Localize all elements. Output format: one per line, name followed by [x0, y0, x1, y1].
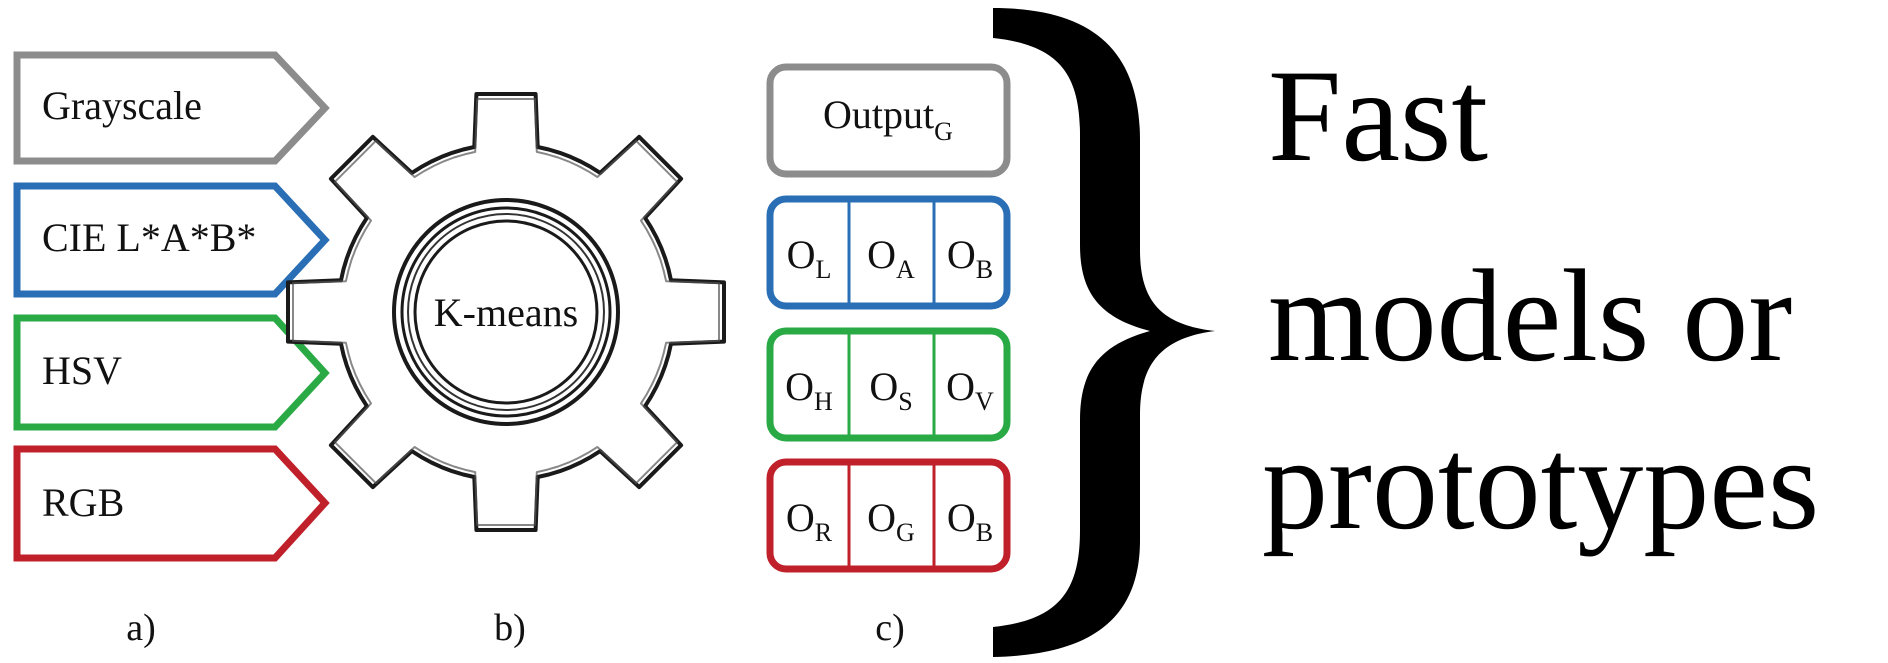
input-tag-cielab: CIE L*A*B*	[13, 182, 330, 298]
output-cell: OG	[867, 495, 915, 547]
input-tags: Grayscale CIE L*A*B* HSV RGB	[13, 51, 330, 562]
output-group-hsv: OH OS OV	[766, 327, 1011, 442]
result-text: Fast models or prototypes	[1262, 42, 1819, 557]
result-line-2: models or	[1268, 242, 1792, 389]
input-tag-label: RGB	[42, 480, 124, 525]
input-tag-label: CIE L*A*B*	[42, 215, 256, 260]
input-tag-label: HSV	[42, 348, 122, 393]
panel-label-b: b)	[494, 607, 526, 649]
result-line-3: prototypes	[1262, 410, 1819, 557]
input-tag-hsv: HSV	[13, 314, 330, 431]
output-cell: OH	[785, 364, 833, 416]
input-tag-rgb: RGB	[13, 445, 330, 562]
output-cell: OV	[946, 364, 994, 416]
output-cell: OR	[786, 495, 833, 547]
output-cell: OS	[869, 364, 912, 416]
result-line-1: Fast	[1268, 42, 1488, 189]
output-cell: OB	[947, 232, 993, 284]
input-tag-grayscale: Grayscale	[13, 51, 330, 165]
curly-brace-icon	[993, 8, 1215, 657]
output-boxes: OutputG OL OA OB OH OS OV OR OG OB	[766, 63, 1011, 573]
panel-label-c: c)	[875, 607, 905, 649]
output-grayscale: OutputG	[766, 63, 1011, 178]
output-cell: OA	[867, 232, 915, 284]
panel-label-a: a)	[126, 607, 156, 649]
gear-icon: K-means	[286, 92, 726, 532]
gear-label: K-means	[434, 290, 578, 335]
input-tag-label: Grayscale	[42, 83, 202, 128]
output-group-rgb: OR OG OB	[766, 458, 1011, 573]
output-cell: OL	[787, 232, 832, 284]
output-group-lab: OL OA OB	[766, 195, 1011, 310]
output-grayscale-label: OutputG	[823, 92, 953, 146]
output-cell: OB	[947, 495, 993, 547]
